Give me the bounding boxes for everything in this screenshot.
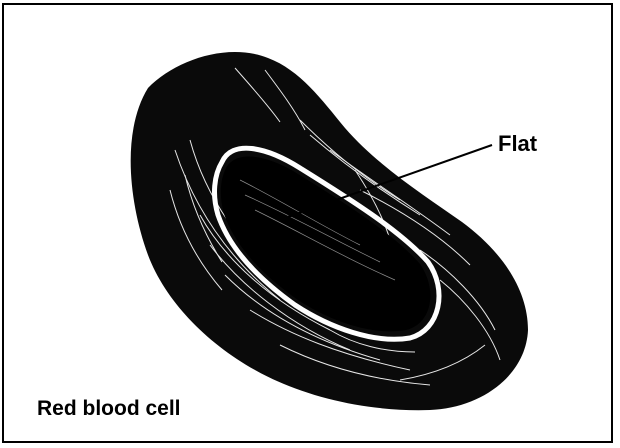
caption-red-blood-cell: Red blood cell: [37, 397, 181, 421]
label-flat: Flat: [498, 131, 537, 157]
